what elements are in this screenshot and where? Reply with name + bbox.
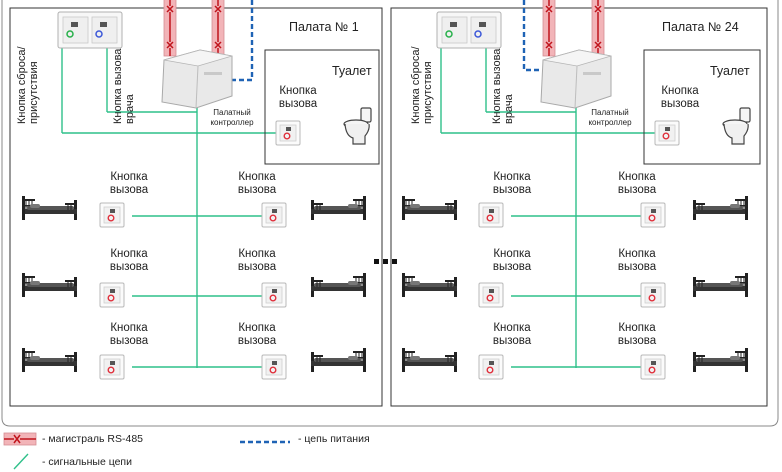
ward-1-bed — [310, 347, 367, 373]
toilet-call-label: Кнопка вызова — [660, 85, 700, 110]
call-button-label: Кнопка вызова — [492, 171, 532, 196]
ward-24-call-button — [478, 202, 504, 228]
ward-24-bed — [401, 347, 458, 373]
call-button-label: Кнопка вызова — [492, 322, 532, 347]
ward-1-toilet-call-button — [275, 120, 301, 146]
ward-24-call-button — [640, 282, 666, 308]
ward-1-bed — [310, 272, 367, 298]
legend-signal-label: - сигнальные цепи — [42, 456, 132, 468]
ward-1-rs485-in — [163, 0, 177, 57]
ward-24-bed — [692, 272, 749, 298]
doctor-button-label: Кнопка вызова врача — [112, 48, 136, 124]
legend-signal-symbol — [13, 453, 29, 470]
ellipsis-dots — [374, 259, 397, 264]
ellipsis-text: ... — [372, 248, 373, 249]
ward-24-call-button — [478, 354, 504, 380]
ward-1-call-button — [261, 282, 287, 308]
controller-label: Палатный контроллер — [588, 108, 632, 127]
ward-24-toilet-frame — [643, 49, 761, 165]
ward-1 — [9, 0, 383, 407]
ward-24-rs485-in — [542, 0, 556, 57]
ward-title: Палата № 1 — [289, 20, 359, 34]
ward-1-bed — [21, 272, 78, 298]
ward-24-bed — [401, 272, 458, 298]
call-button-label: Кнопка вызова — [237, 322, 277, 347]
ward-24-bed — [692, 347, 749, 373]
ward-1-reset-doctor-switch — [57, 11, 123, 49]
call-button-label: Кнопка вызова — [109, 322, 149, 347]
ward-1-call-button — [261, 202, 287, 228]
ward-1-bed — [21, 195, 78, 221]
ward-1-toilet-icon — [343, 107, 372, 145]
legend-power-label: - цепь питания — [298, 433, 370, 445]
ward-1-toilet-frame — [264, 49, 380, 165]
doctor-button-label: Кнопка вызова врача — [491, 48, 515, 124]
controller-label: Палатный контроллер — [210, 108, 254, 127]
ward-24-bed — [692, 195, 749, 221]
outer-frame — [1, 0, 779, 427]
ward-1-frame — [9, 7, 383, 407]
toilet-call-label: Кнопка вызова — [278, 85, 318, 110]
call-button-label: Кнопка вызова — [617, 322, 657, 347]
ward-title: Палата № 24 — [662, 20, 739, 34]
ward-24 — [390, 0, 768, 407]
ward-1-signal-wires — [61, 44, 276, 368]
ward-1-call-button — [99, 354, 125, 380]
ward-1-call-button — [99, 282, 125, 308]
ward-24-toilet-call-button — [654, 120, 680, 146]
call-button-label: Кнопка вызова — [617, 248, 657, 273]
ward-1-controller-icon — [161, 49, 233, 109]
call-button-label: Кнопка вызова — [109, 171, 149, 196]
call-button-label: Кнопка вызова — [109, 248, 149, 273]
legend-rs485-label: - магистраль RS-485 — [42, 433, 144, 445]
ward-24-signal-wires — [440, 44, 655, 368]
ward-1-rs485-out — [211, 0, 225, 57]
ward-24-toilet-icon — [722, 107, 751, 145]
toilet-title: Туалет — [332, 64, 372, 78]
reset-button-label: Кнопка сброса/ присутствия — [16, 46, 40, 125]
ward-1-call-button — [261, 354, 287, 380]
ward-24-bed — [401, 195, 458, 221]
legend-rs485-symbol — [3, 432, 37, 446]
call-button-label: Кнопка вызова — [492, 248, 532, 273]
ward-1-bed — [21, 347, 78, 373]
ward-24-reset-doctor-switch — [436, 11, 502, 49]
ward-24-rs485-out — [591, 0, 605, 57]
ward-24-call-button — [478, 282, 504, 308]
ward-24-frame — [390, 7, 768, 407]
reset-button-label: Кнопка сброса/ присутствия — [410, 46, 434, 125]
ward-24-power-line — [522, 0, 540, 72]
ward-1-call-button — [99, 202, 125, 228]
call-button-label: Кнопка вызова — [617, 171, 657, 196]
ward-24-controller-icon — [540, 49, 612, 109]
toilet-title: Туалет — [710, 64, 750, 78]
call-button-label: Кнопка вызова — [237, 171, 277, 196]
ward-24-call-button — [640, 354, 666, 380]
ward-24-call-button — [640, 202, 666, 228]
call-button-label: Кнопка вызова — [237, 248, 277, 273]
ward-1-bed — [310, 195, 367, 221]
